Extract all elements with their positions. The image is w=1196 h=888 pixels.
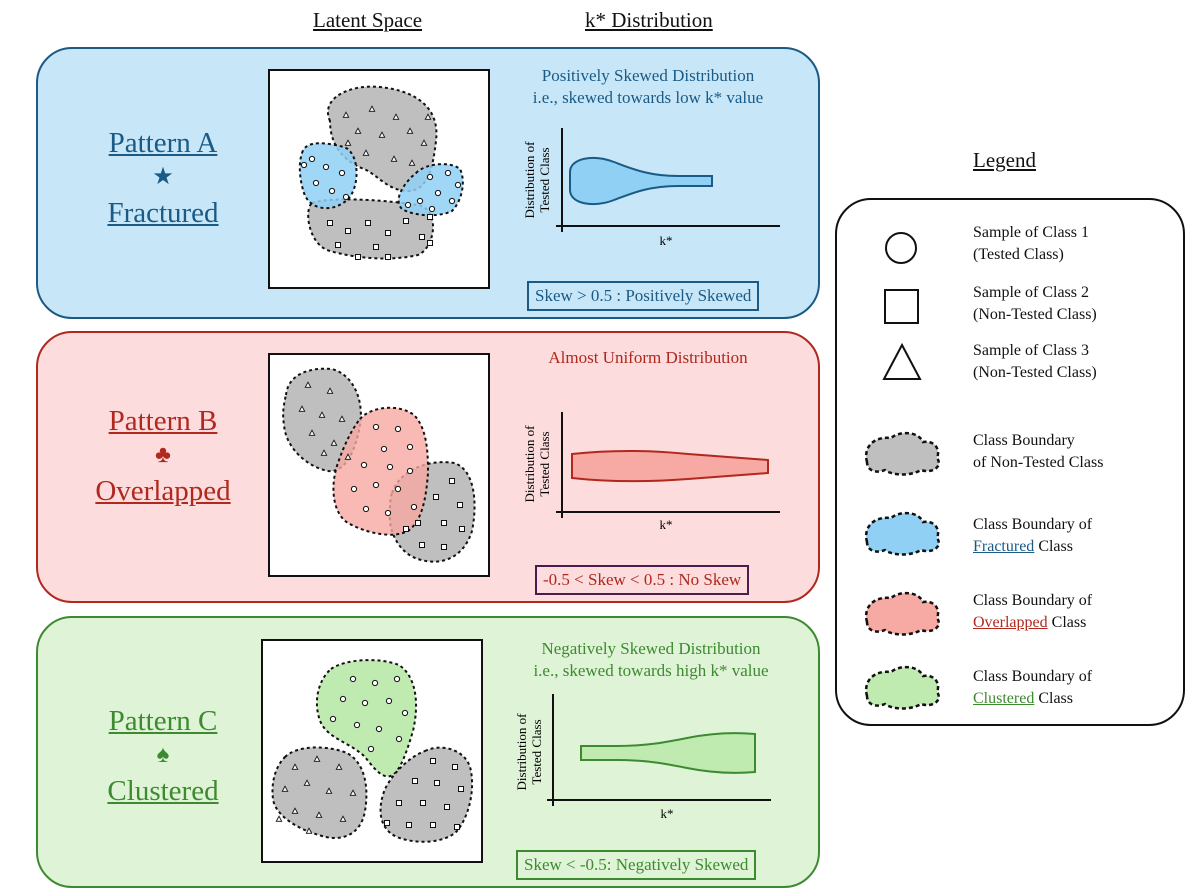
k-distribution-header: k* Distribution (585, 8, 713, 32)
x-axis-label: k* (660, 233, 673, 248)
pattern-b-name: Pattern B (108, 405, 218, 437)
latent-space-header: Latent Space (313, 8, 423, 32)
pattern-c-title-line2: i.e., skewed towards high k* value (533, 661, 769, 681)
pattern-a-heading: Pattern A ★ Fractured (38, 125, 288, 231)
legend-title: Legend (973, 148, 1036, 172)
spade-icon: ♠ (156, 742, 170, 769)
green-blob-icon (864, 665, 940, 710)
pattern-a-skew-box: Skew > 0.5 : Positively Skewed (527, 281, 760, 311)
legend-item-class-1: Sample of Class 1(Tested Class) (973, 224, 1089, 264)
x-axis-label: k* (661, 806, 674, 821)
pattern-c-name: Pattern C (108, 705, 218, 737)
violin-plot-b: Distribution of Tested Class k* (522, 412, 780, 532)
violin-plot-c: Distribution of Tested Class k* (517, 694, 771, 821)
pattern-b-title-line1: Almost Uniform Distribution (548, 348, 748, 367)
pattern-c-title-line1: Negatively Skewed Distribution (541, 639, 761, 658)
violin-plot-a: Distribution of Tested Class k* (522, 128, 780, 248)
blue-blob-icon (864, 511, 940, 556)
y-axis-label-1: Distribution of (522, 425, 537, 503)
y-axis-label-1: Distribution of (522, 141, 537, 219)
x-axis-label: k* (660, 517, 673, 532)
violin-shape-a (569, 156, 713, 206)
violin-shape-b (571, 450, 769, 483)
gray-blob-icon (864, 431, 940, 476)
legend: Sample of Class 1(Tested Class) Sample o… (835, 198, 1185, 726)
pattern-b-heading: Pattern B ♣ Overlapped (38, 403, 288, 509)
square-icon (884, 289, 919, 324)
legend-item-overlapped-boundary: Class Boundary of Overlapped Class (973, 592, 1093, 632)
pattern-b-label: Overlapped (95, 474, 231, 507)
y-axis-label-2: Tested Class (537, 431, 552, 496)
legend-item-fractured-boundary: Class Boundary of Fractured Class (973, 516, 1093, 556)
y-axis-label-2: Tested Class (537, 147, 552, 212)
y-axis-label-2: Tested Class (529, 719, 544, 784)
legend-item-clustered-boundary: Class Boundary of Clustered Class (973, 668, 1093, 708)
pattern-c-label: Clustered (107, 774, 219, 807)
pattern-a-dist-title: Positively Skewed Distribution i.e., ske… (483, 65, 813, 109)
latent-space-c (261, 639, 483, 863)
pattern-a-label: Fractured (107, 196, 219, 229)
pattern-a-title-line2: i.e., skewed towards low k* value (532, 88, 764, 108)
pattern-c-heading: Pattern C ♠ Clustered (38, 703, 288, 809)
pattern-a-title-line1: Positively Skewed Distribution (541, 66, 755, 85)
red-blob-icon (864, 591, 940, 636)
latent-space-a (268, 69, 490, 289)
pattern-b-dist-title: Almost Uniform Distribution (483, 347, 813, 369)
star-icon: ★ (152, 164, 174, 191)
y-axis-label-1: Distribution of (517, 713, 529, 791)
legend-item-class-2: Sample of Class 2(Non-Tested Class) (973, 284, 1097, 324)
triangle-icon (882, 342, 922, 380)
legend-item-class-3: Sample of Class 3(Non-Tested Class) (973, 342, 1097, 382)
violin-shape-c (580, 732, 756, 774)
pattern-a-name: Pattern A (108, 127, 218, 159)
pattern-c-skew-box: Skew < -0.5: Negatively Skewed (516, 850, 757, 880)
pattern-c-dist-title: Negatively Skewed Distribution i.e., ske… (486, 638, 816, 682)
circle-icon (885, 232, 917, 264)
pattern-b-skew-box: -0.5 < Skew < 0.5 : No Skew (535, 565, 750, 595)
club-icon: ♣ (155, 442, 171, 469)
latent-space-b (268, 353, 490, 577)
